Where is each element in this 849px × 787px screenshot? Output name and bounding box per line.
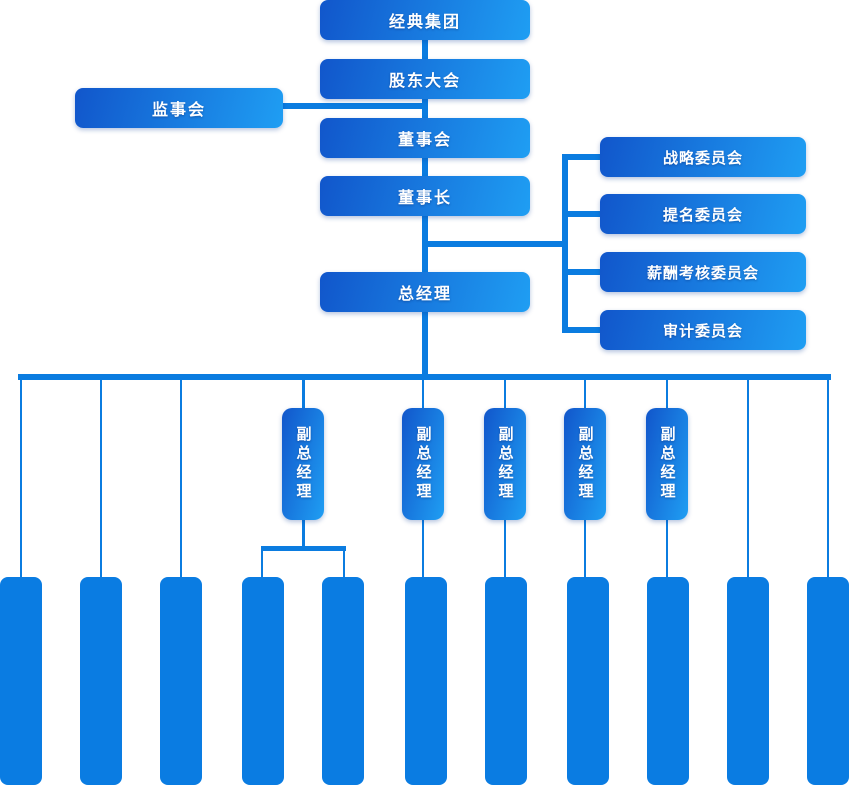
connector-shareholders-board — [422, 99, 428, 118]
connector-drop-dept-3 — [180, 380, 182, 577]
connector-drop-vgm-2 — [422, 380, 424, 408]
node-label: 薪酬考核委员会 — [646, 264, 759, 282]
node-label: 副总经理 — [496, 426, 514, 502]
node-label: 股东大会 — [388, 73, 461, 90]
department-box-1 — [0, 577, 42, 785]
node-label: 审计委员会 — [662, 322, 743, 340]
node-label: 董事会 — [397, 132, 452, 149]
department-box-9 — [647, 577, 689, 785]
connector-committee-stub-4 — [565, 327, 600, 333]
department-box-8 — [567, 577, 609, 785]
node-label: 董事长 — [397, 190, 452, 207]
node-shareholders-meeting: 股东大会 — [320, 59, 530, 99]
department-box-11 — [807, 577, 849, 785]
node-committee-nomination: 提名委员会 — [600, 194, 806, 234]
node-board-of-directors: 董事会 — [320, 118, 530, 158]
department-box-4 — [242, 577, 284, 785]
department-box-2 — [80, 577, 122, 785]
connector-root-shareholders — [422, 40, 428, 59]
connector-supervisory — [281, 103, 422, 109]
connector-committee-link — [425, 241, 565, 247]
connector-committee-stub-1 — [565, 154, 600, 160]
connector-vgm1-branch-bar — [261, 546, 346, 551]
node-label: 副总经理 — [294, 426, 312, 502]
connector-drop-dept-1 — [20, 380, 22, 577]
department-box-10 — [727, 577, 769, 785]
connector-gm-bar — [422, 312, 428, 375]
department-box-5 — [322, 577, 364, 785]
connector-drop-vgm-4 — [584, 380, 586, 408]
connector-vgm2-dept — [422, 520, 424, 577]
connector-drop-vgm-3 — [504, 380, 506, 408]
connector-vgm5-dept — [666, 520, 668, 577]
node-label: 副总经理 — [414, 426, 432, 502]
node-vice-gm-2: 副总经理 — [402, 408, 444, 520]
node-label: 战略委员会 — [662, 149, 743, 167]
node-group-root: 经典集团 — [320, 0, 530, 40]
connector-committee-stub-3 — [565, 269, 600, 275]
connector-board-chairman — [422, 158, 428, 176]
connector-drop-dept-10 — [747, 380, 749, 577]
node-committee-compensation: 薪酬考核委员会 — [600, 252, 806, 292]
department-box-6 — [405, 577, 447, 785]
node-label: 经典集团 — [388, 14, 461, 31]
node-committee-strategy: 战略委员会 — [600, 137, 806, 177]
node-label: 提名委员会 — [662, 206, 743, 224]
connector-vgm1-tbar — [302, 520, 305, 546]
connector-drop-vgm-1 — [302, 380, 305, 408]
node-supervisory-board: 监事会 — [75, 88, 283, 128]
node-committee-audit: 审计委员会 — [600, 310, 806, 350]
department-box-3 — [160, 577, 202, 785]
connector-drop-dept-2 — [100, 380, 102, 577]
node-general-manager: 总经理 — [320, 272, 530, 312]
node-vice-gm-4: 副总经理 — [564, 408, 606, 520]
connector-vgm3-dept — [504, 520, 506, 577]
node-vice-gm-5: 副总经理 — [646, 408, 688, 520]
node-label: 总经理 — [397, 286, 452, 303]
connector-main-bar — [18, 374, 831, 380]
node-vice-gm-3: 副总经理 — [484, 408, 526, 520]
connector-committee-spine — [562, 154, 568, 333]
connector-drop-vgm-5 — [666, 380, 668, 408]
node-label: 副总经理 — [658, 426, 676, 502]
connector-drop-dept-11 — [827, 380, 829, 577]
node-chairman: 董事长 — [320, 176, 530, 216]
connector-vgm1-branch-right — [343, 551, 345, 577]
connector-vgm1-branch-left — [261, 551, 263, 577]
department-box-7 — [485, 577, 527, 785]
node-label: 副总经理 — [576, 426, 594, 502]
connector-vgm4-dept — [584, 520, 586, 577]
node-vice-gm-1: 副总经理 — [282, 408, 324, 520]
connector-committee-stub-2 — [565, 211, 600, 217]
node-label: 监事会 — [151, 102, 206, 119]
